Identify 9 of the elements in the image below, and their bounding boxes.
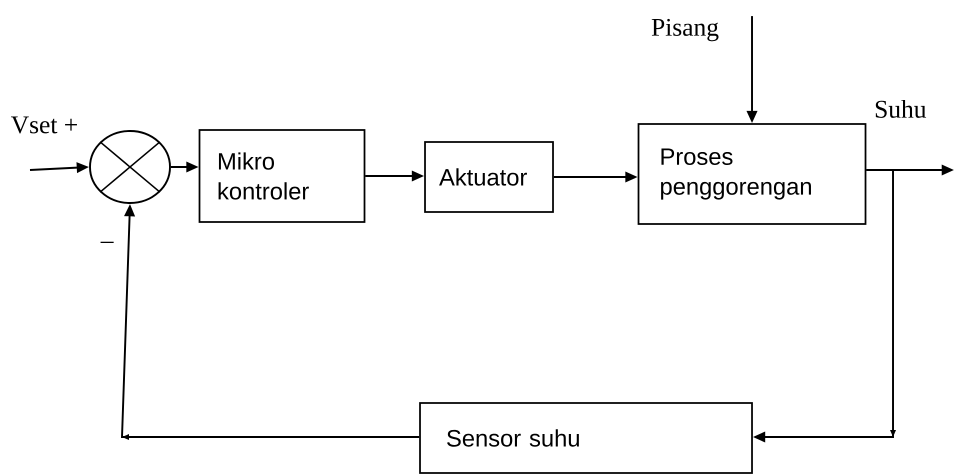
edge-label: Suhu (872, 98, 928, 120)
process-box: Proses penggorengan (638, 123, 866, 225)
sign-label: Vset + (11, 116, 77, 134)
input-label: Pisang (652, 18, 719, 42)
summing-junction (89, 130, 171, 204)
sign-label: – (100, 242, 114, 243)
process-box: Sensor suhu (419, 402, 753, 474)
process-box: Aktuator (424, 141, 554, 213)
process-box: Mikro kontroler (198, 129, 366, 223)
